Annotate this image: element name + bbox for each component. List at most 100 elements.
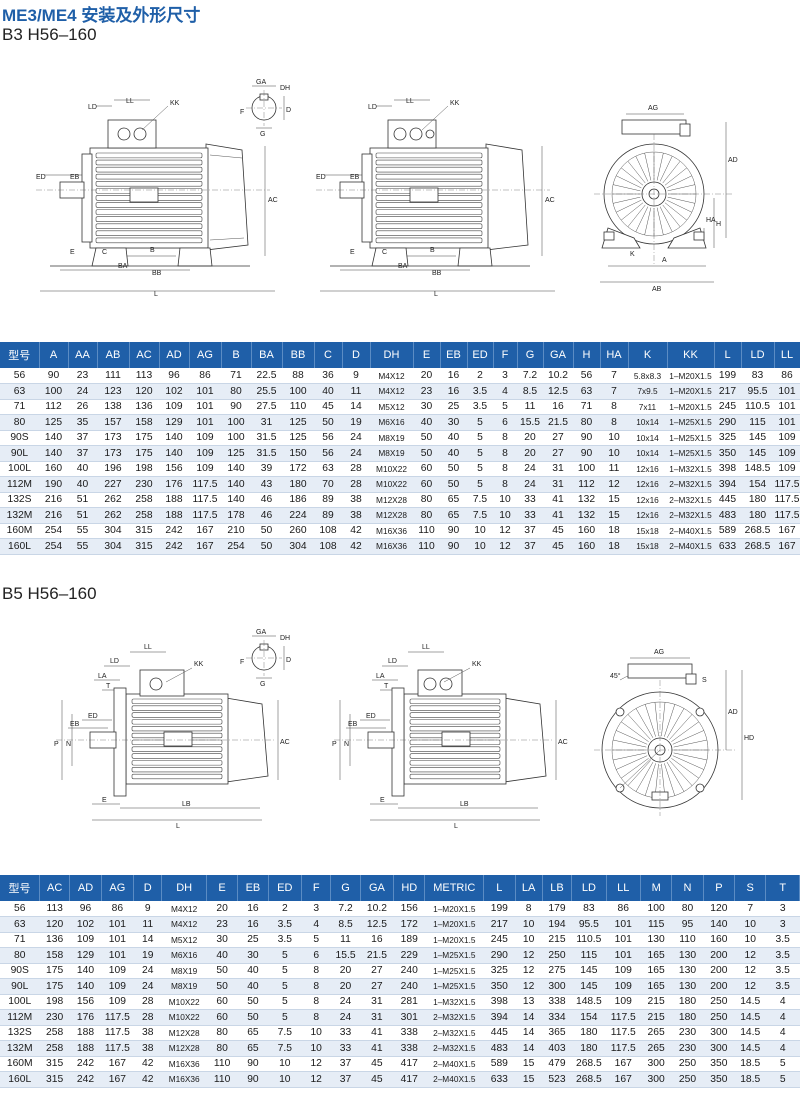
column-header: DH — [370, 342, 414, 368]
cooling-fin — [375, 237, 483, 244]
table-cell: 37 — [330, 1056, 361, 1072]
table-cell: 50 — [237, 1009, 269, 1026]
table-cell: 101 — [101, 916, 134, 933]
cooling-fin — [95, 209, 203, 215]
svg-text:D: D — [286, 657, 291, 664]
table-cell: 101 — [101, 932, 134, 948]
table-cell: 158 — [129, 414, 159, 431]
table-cell: 1–M25X1.5 — [667, 414, 714, 431]
table-cell: 12x16 — [628, 476, 667, 493]
table-cell: 16 — [440, 368, 467, 384]
table-cell: M8X19 — [370, 445, 413, 462]
svg-text:EB: EB — [350, 174, 360, 181]
column-header: LL — [606, 875, 641, 901]
table-cell: 20 — [206, 901, 238, 917]
table-cell: 40 — [68, 476, 97, 493]
table-cell: 100 — [39, 383, 68, 400]
table-cell: 117.5 — [774, 507, 800, 524]
svg-text:L: L — [454, 823, 458, 830]
table-cell: 18.5 — [734, 1071, 766, 1088]
table-cell: 158 — [39, 947, 70, 964]
table-cell: 6 — [301, 947, 331, 964]
end-fin — [627, 760, 651, 786]
table-cell: 633 — [714, 538, 741, 555]
svg-text:LA: LA — [98, 673, 107, 680]
column-header: 型号 — [0, 875, 40, 901]
svg-text:E: E — [380, 797, 385, 804]
table-cell: 394 — [714, 476, 741, 493]
table-cell: 12 — [515, 947, 543, 964]
table-cell: M4X12 — [161, 901, 207, 917]
cooling-fin — [95, 159, 203, 166]
table-cell: 130 — [640, 932, 672, 948]
table-cell: 16 — [237, 916, 269, 933]
table-cell: 33 — [330, 1040, 361, 1057]
table-cell: 51 — [68, 507, 97, 524]
column-header: AD — [69, 875, 102, 901]
table-cell: 160L — [0, 1071, 40, 1088]
table-cell: 112M — [0, 476, 39, 493]
svg-text:B: B — [150, 247, 155, 254]
table-cell: 140 — [221, 461, 251, 477]
table-cell: 42 — [342, 538, 370, 555]
table-cell: 3.5 — [765, 978, 800, 995]
table-cell: 50 — [251, 523, 282, 539]
svg-text:F: F — [240, 109, 244, 116]
svg-text:LD: LD — [88, 104, 97, 111]
table-cell: 50 — [206, 978, 238, 995]
cooling-fin — [409, 753, 501, 759]
table-cell: M6X16 — [370, 414, 413, 431]
table-cell: 250 — [671, 1056, 704, 1072]
table-cell: 56 — [0, 368, 39, 384]
table-cell: 483 — [714, 507, 741, 524]
end-fin — [664, 167, 687, 186]
table-cell: 224 — [282, 507, 314, 524]
table-cell: 117.5 — [101, 1025, 134, 1041]
table-cell: 117.5 — [189, 507, 221, 524]
table-cell: 5 — [467, 430, 493, 446]
table-cell: 15 — [600, 492, 628, 508]
table-cell: 350 — [703, 1056, 735, 1072]
table-cell: 160M — [0, 1056, 40, 1072]
table-cell: 304 — [282, 538, 314, 555]
table-cell: 83 — [571, 901, 607, 917]
table-cell: 112 — [39, 399, 68, 415]
cooling-fin — [95, 223, 203, 229]
table-cell: 10 — [301, 1040, 331, 1057]
table-cell: 3.5 — [765, 947, 800, 964]
section-title-b5: B5 H56–160 — [2, 584, 97, 603]
table-cell: 101 — [606, 916, 641, 933]
table-cell: 258 — [39, 1025, 70, 1041]
table-cell: 2–M32X1.5 — [424, 1040, 484, 1057]
svg-text:EB: EB — [348, 721, 358, 728]
table-cell: 125 — [282, 414, 314, 431]
table-cell: 180 — [671, 1009, 704, 1026]
table-cell: 132M — [0, 1040, 40, 1057]
table-cell: 38 — [133, 1025, 162, 1041]
table-cell: 90 — [440, 523, 467, 539]
table-cell: 90S — [0, 963, 40, 979]
table-cell: 130 — [671, 947, 704, 964]
table-cell: 20 — [517, 445, 543, 462]
table-cell: 254 — [39, 538, 68, 555]
table-cell: 38 — [342, 507, 370, 524]
cooling-fin — [409, 712, 501, 718]
table-cell: 100L — [0, 461, 39, 477]
cooling-fin — [131, 773, 223, 780]
table-cell: 6 — [493, 414, 517, 431]
table-cell: 33 — [517, 492, 543, 508]
column-header: EB — [440, 342, 468, 368]
table-cell: 5 — [268, 994, 302, 1010]
svg-text:F: F — [240, 659, 244, 666]
table-cell: 325 — [714, 430, 741, 446]
table-cell: 156 — [159, 461, 189, 477]
table-cell: M10X22 — [161, 994, 207, 1010]
table-cell: 290 — [714, 414, 741, 431]
table-cell: 129 — [159, 414, 189, 431]
end-fin — [656, 207, 664, 236]
table-cell: 20 — [517, 430, 543, 446]
column-header: EB — [237, 875, 269, 901]
